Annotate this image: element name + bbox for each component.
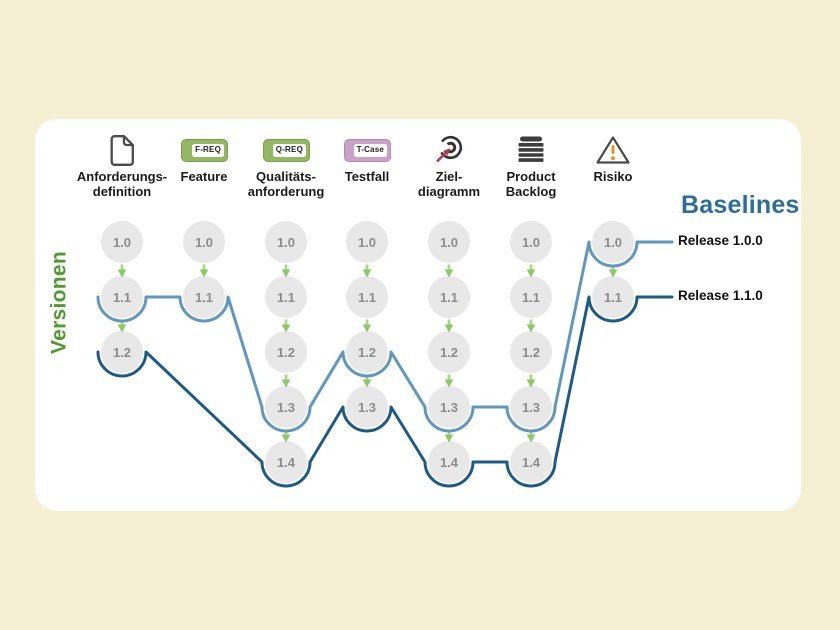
column-label-line: anforderung (247, 183, 325, 199)
version-node: 1.4 (265, 441, 307, 483)
version-node: 1.0 (265, 221, 307, 263)
version-node: 1.2 (346, 331, 388, 373)
version-node: 1.4 (510, 441, 552, 483)
version-node: 1.0 (183, 221, 225, 263)
version-number: 1.0 (194, 234, 214, 250)
version-node: 1.1 (428, 276, 470, 318)
version-node: 1.2 (510, 331, 552, 373)
goal-diagram-icon (436, 135, 463, 163)
column-label-line: diagramm (417, 183, 481, 199)
backlog-icon-slot (499, 132, 563, 168)
version-number: 1.2 (521, 344, 541, 360)
version-node: 1.2 (101, 331, 143, 373)
version-number: 1.3 (521, 399, 541, 415)
column-label: Anforderungs-definition (62, 169, 182, 199)
version-number: 1.0 (439, 234, 459, 250)
version-number: 1.3 (439, 399, 459, 415)
version-node: 1.0 (346, 221, 388, 263)
version-node: 1.2 (265, 331, 307, 373)
badge-label: T-Case (353, 143, 387, 157)
q-req-badge: Q-REQ (262, 138, 310, 162)
release-label: Release 1.1.0 (678, 288, 763, 303)
version-number: 1.4 (276, 454, 296, 470)
f-req-badge-slot: F-REQ (172, 132, 236, 168)
column-label: Testfall (307, 169, 427, 185)
t-case-badge: T-Case (343, 138, 391, 162)
version-number: 1.1 (112, 289, 132, 305)
version-number: 1.2 (276, 344, 296, 360)
column-label-line: Ziel- (435, 169, 463, 184)
column-label-line: Risiko (593, 169, 633, 184)
version-node: 1.3 (346, 386, 388, 428)
version-node: 1.1 (346, 276, 388, 318)
version-number: 1.4 (439, 454, 459, 470)
document-icon-slot (90, 132, 154, 168)
risk-warning-icon (596, 136, 630, 164)
column-label-line: Product (506, 169, 556, 184)
version-node: 1.2 (428, 331, 470, 373)
document-icon (110, 134, 134, 166)
version-node: 1.1 (510, 276, 552, 318)
f-req-badge: F-REQ (180, 138, 228, 162)
column-label-line: Qualitäts- (256, 169, 316, 184)
version-number: 1.1 (439, 289, 459, 305)
version-node: 1.3 (265, 386, 307, 428)
version-node: 1.0 (592, 221, 634, 263)
column-label-line: Backlog (505, 183, 557, 199)
version-node: 1.1 (101, 276, 143, 318)
version-node: 1.1 (265, 276, 307, 318)
q-req-badge-slot: Q-REQ (254, 132, 318, 168)
version-number: 1.0 (276, 234, 296, 250)
column-label-line: definition (92, 183, 152, 199)
version-node: 1.0 (510, 221, 552, 263)
version-number: 1.0 (112, 234, 132, 250)
version-number: 1.2 (112, 344, 132, 360)
version-number: 1.2 (357, 344, 377, 360)
column-label-line: Feature (180, 169, 228, 184)
version-number: 1.1 (276, 289, 296, 305)
version-number: 1.1 (521, 289, 541, 305)
version-node: 1.3 (510, 386, 552, 428)
version-number: 1.0 (357, 234, 377, 250)
version-node: 1.3 (428, 386, 470, 428)
version-number: 1.3 (276, 399, 296, 415)
badge-label: Q-REQ (272, 143, 306, 157)
baselines-title: Baselines (681, 191, 800, 219)
backlog-icon (518, 136, 544, 162)
version-node: 1.1 (183, 276, 225, 318)
badge-label: F-REQ (192, 143, 224, 157)
version-number: 1.1 (603, 289, 623, 305)
version-number: 1.0 (521, 234, 541, 250)
column-label-line: Anforderungs- (76, 169, 168, 184)
version-node: 1.0 (101, 221, 143, 263)
t-case-badge-slot: T-Case (335, 132, 399, 168)
version-number: 1.2 (439, 344, 459, 360)
goal-diagram-icon-slot (417, 132, 481, 168)
version-node: 1.0 (428, 221, 470, 263)
version-node: 1.4 (428, 441, 470, 483)
column-label: Risiko (553, 169, 673, 185)
version-number: 1.0 (603, 234, 623, 250)
version-number: 1.4 (521, 454, 541, 470)
column-label: Qualitäts-anforderung (226, 169, 346, 199)
column-label: Feature (144, 169, 264, 185)
version-number: 1.3 (357, 399, 377, 415)
release-label: Release 1.0.0 (678, 233, 763, 248)
version-node: 1.1 (592, 276, 634, 318)
version-number: 1.1 (357, 289, 377, 305)
column-label-line: Testfall (344, 169, 390, 184)
version-number: 1.1 (194, 289, 214, 305)
column-label: Ziel-diagramm (389, 169, 509, 199)
risk-icon-slot (581, 132, 645, 168)
